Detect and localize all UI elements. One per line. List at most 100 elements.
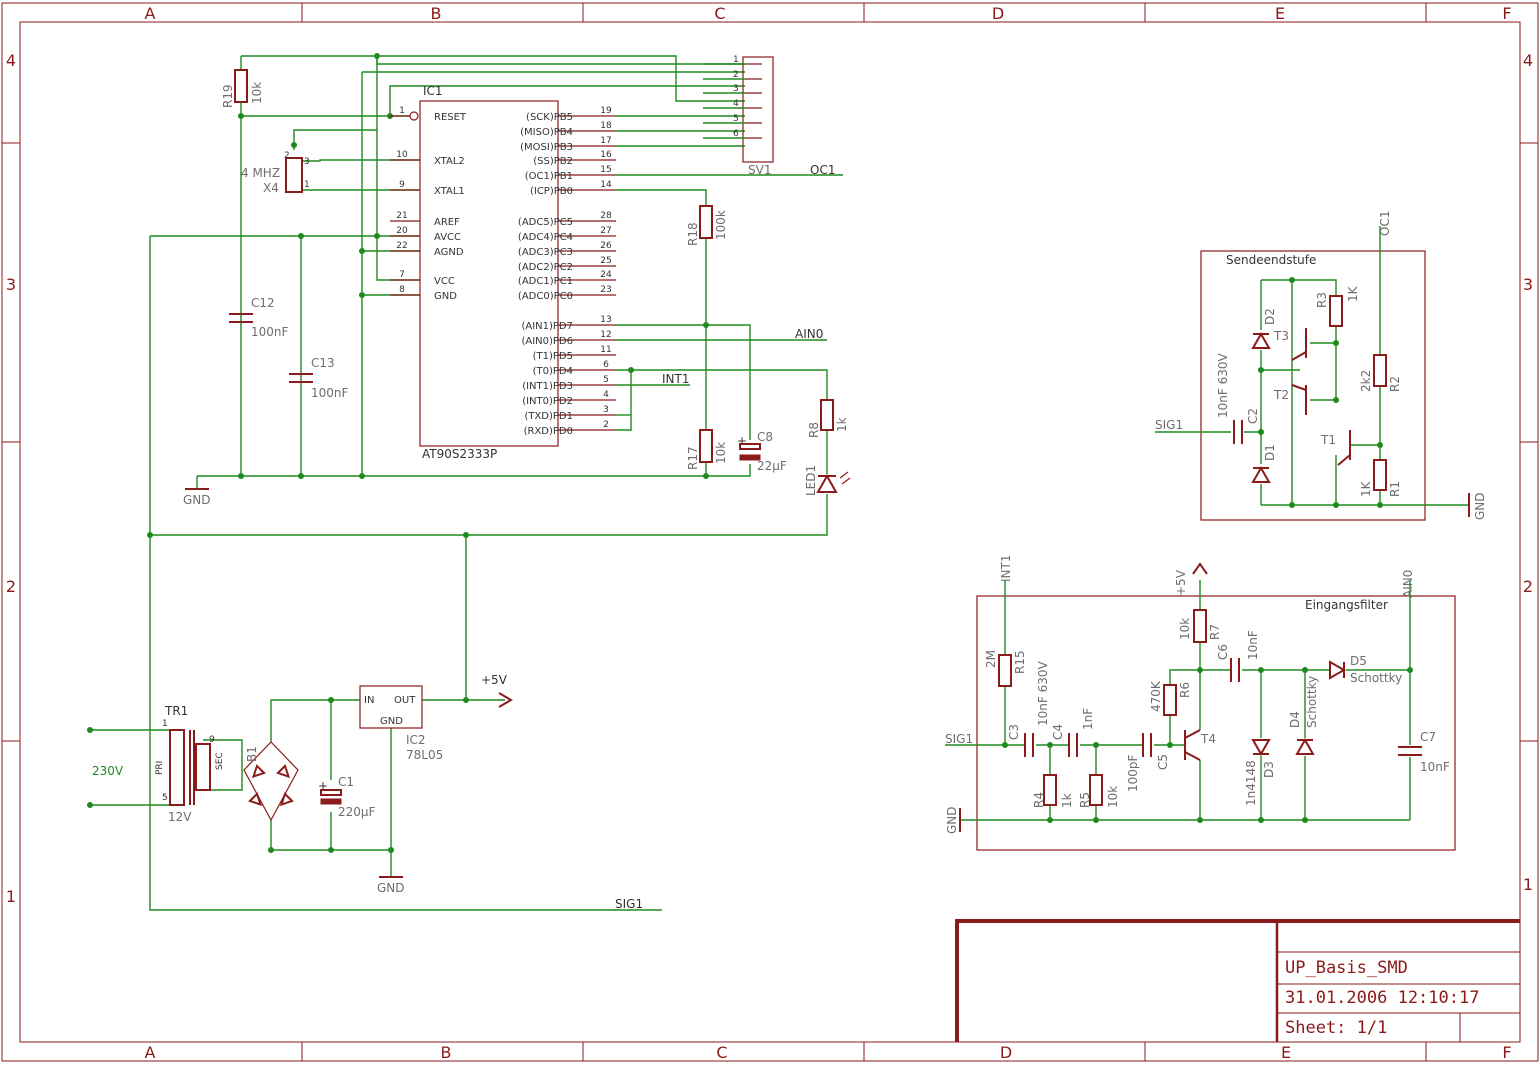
bridge-rectifier-b1: B1 bbox=[243, 741, 299, 822]
ic1-pin-label: (SS)PB2 bbox=[533, 156, 573, 167]
sv1-pin-number: 2 bbox=[733, 70, 739, 80]
svg-text:+: + bbox=[318, 779, 328, 793]
sendeendstufe-block: Sendeendstufe bbox=[1155, 211, 1487, 521]
led-led1: LED1 bbox=[804, 465, 851, 496]
svg-text:C6: C6 bbox=[1216, 644, 1230, 660]
ic1-pin: 15 (OC1)PB1 bbox=[525, 165, 616, 182]
col-label-top: C bbox=[714, 4, 725, 23]
row-label-left: 4 bbox=[6, 51, 16, 70]
ic1-pin-label: (AIN1)PD7 bbox=[521, 321, 573, 332]
col-label-bottom: D bbox=[1000, 1043, 1012, 1062]
svg-text:R8: R8 bbox=[807, 422, 821, 438]
col-label-top: F bbox=[1502, 4, 1511, 23]
svg-text:D3: D3 bbox=[1262, 761, 1276, 778]
gnd-symbol: GND bbox=[183, 488, 211, 507]
ic1-pin: 3(TXD)PD1 bbox=[524, 405, 616, 422]
ic1-pin-label: VCC bbox=[434, 276, 455, 287]
svg-text:SIG1: SIG1 bbox=[945, 732, 973, 746]
svg-text:100pF: 100pF bbox=[1126, 754, 1140, 792]
sv1-pin: 2 bbox=[703, 70, 762, 80]
svg-text:C5: C5 bbox=[1156, 754, 1170, 770]
svg-text:22µF: 22µF bbox=[757, 459, 787, 473]
svg-text:2M: 2M bbox=[984, 650, 998, 668]
svg-text:10k: 10k bbox=[250, 82, 264, 104]
svg-text:IC2: IC2 bbox=[406, 733, 426, 747]
ic1-pin-number: 9 bbox=[399, 180, 405, 190]
row-label-right: 4 bbox=[1523, 51, 1533, 70]
net-label-int1: INT1 bbox=[662, 372, 689, 386]
eingang-title: Eingangsfilter bbox=[1305, 598, 1388, 612]
ic1-pin: 28(ADC5)PC5 bbox=[518, 211, 616, 228]
svg-text:IN: IN bbox=[364, 695, 374, 706]
regulator-ic2: IN OUT GND IC2 78L05 bbox=[359, 685, 443, 762]
ic1-microcontroller: IC1 AT90S2333P 1RESET10XTAL29XTAL121AREF… bbox=[390, 84, 616, 461]
ic1-pin-label: (INT0)PD2 bbox=[522, 396, 573, 407]
svg-text:Schottky: Schottky bbox=[1305, 676, 1319, 728]
svg-text:78L05: 78L05 bbox=[406, 748, 443, 762]
ic1-name: IC1 bbox=[423, 84, 443, 98]
ic1-pin-label: (T1)PD5 bbox=[533, 351, 573, 362]
svg-text:100k: 100k bbox=[714, 210, 728, 240]
ic1-pin-label: (ICP)PB0 bbox=[530, 186, 573, 197]
sv1-pin-number: 5 bbox=[733, 114, 739, 124]
svg-text:GND: GND bbox=[1473, 492, 1487, 520]
sv1-pin-number: 3 bbox=[733, 84, 739, 94]
svg-text:C7: C7 bbox=[1420, 730, 1436, 744]
svg-text:+5V: +5V bbox=[1174, 569, 1188, 596]
ic1-pin-number: 16 bbox=[600, 150, 612, 160]
ic1-pin: 17(MOSI)PB3 bbox=[520, 136, 616, 153]
ic1-pin-label: (INT1)PD3 bbox=[522, 381, 573, 392]
sv1-pin: 1 bbox=[703, 55, 762, 65]
crystal-name: X4 bbox=[263, 181, 279, 195]
svg-text:10nF: 10nF bbox=[1246, 630, 1260, 660]
ic1-pin-label: (MISO)PB4 bbox=[520, 127, 573, 138]
svg-text:OC1: OC1 bbox=[1378, 211, 1392, 236]
svg-text:R4: R4 bbox=[1032, 792, 1046, 808]
resistor-r8: R8 1k bbox=[807, 399, 849, 438]
ic1-pin-number: 21 bbox=[396, 211, 407, 221]
ic1-pin-number: 7 bbox=[399, 270, 405, 280]
ic1-pin: 6(T0)PD4 bbox=[533, 360, 616, 377]
net-label-oc1: OC1 bbox=[810, 163, 835, 177]
frame-row-labels: 4 3 2 1 4 3 2 1 bbox=[6, 51, 1533, 906]
col-label-bottom: B bbox=[441, 1043, 452, 1062]
sv1-pin-number: 1 bbox=[733, 55, 739, 65]
svg-text:R2: R2 bbox=[1388, 376, 1402, 392]
ic1-pin-label: AGND bbox=[434, 247, 464, 258]
svg-text:C3: C3 bbox=[1007, 724, 1021, 740]
title-drawing-name: UP_Basis_SMD bbox=[1285, 958, 1408, 978]
ic1-pin-number: 2 bbox=[603, 420, 609, 430]
sv1-pin: 3 bbox=[703, 84, 762, 94]
net-label-sig1: SIG1 bbox=[615, 897, 643, 911]
svg-text:AIN0: AIN0 bbox=[1401, 570, 1415, 598]
resistor-r18: R18 100k bbox=[686, 205, 728, 246]
row-label-left: 3 bbox=[6, 275, 16, 294]
svg-text:12V: 12V bbox=[168, 810, 192, 824]
sende-title: Sendeendstufe bbox=[1226, 253, 1316, 267]
ic1-pin-number: 5 bbox=[603, 375, 609, 385]
ic1-pin-number: 13 bbox=[600, 315, 611, 325]
ic1-pin-label: (ADC2)PC2 bbox=[518, 262, 573, 273]
ic1-pin: 26(ADC3)PC3 bbox=[518, 241, 616, 258]
svg-text:10k: 10k bbox=[1106, 786, 1120, 808]
ic1-pin-label: (OC1)PB1 bbox=[525, 171, 573, 182]
ic1-pin: 27(ADC4)PC4 bbox=[518, 226, 616, 243]
col-label-bottom: E bbox=[1281, 1043, 1291, 1062]
svg-text:LED1: LED1 bbox=[804, 465, 818, 496]
ic1-pin-number: 15 bbox=[600, 165, 611, 175]
svg-text:T4: T4 bbox=[1200, 732, 1216, 746]
ic1-pin-label: XTAL1 bbox=[434, 186, 465, 197]
ic1-pin: 19(SCK)PB5 bbox=[526, 106, 616, 123]
ic1-pin-label: (RXD)PD0 bbox=[524, 426, 573, 437]
ic1-pin-number: 12 bbox=[600, 330, 611, 340]
ic1-pin-number: 25 bbox=[600, 256, 611, 266]
svg-text:R7: R7 bbox=[1208, 624, 1222, 640]
svg-text:10k: 10k bbox=[1178, 618, 1192, 640]
ic1-pin-number: 17 bbox=[600, 136, 611, 146]
resistor-r19: R19 10k bbox=[221, 69, 264, 108]
ic1-pin-number: 22 bbox=[396, 241, 407, 251]
svg-text:SEC: SEC bbox=[215, 752, 225, 770]
